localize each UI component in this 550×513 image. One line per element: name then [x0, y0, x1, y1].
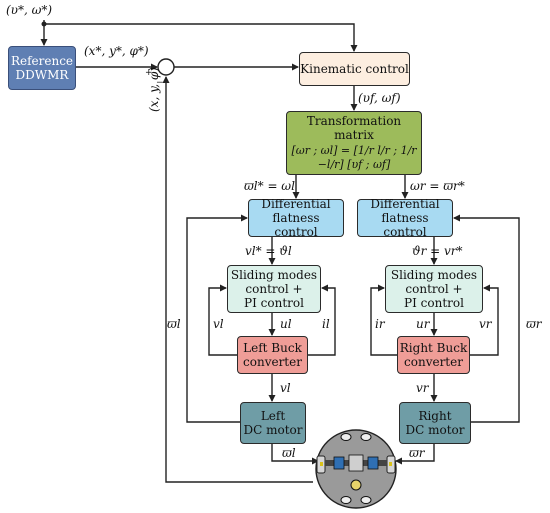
ref-pose-label: (x*, y*, φ*)	[84, 44, 149, 58]
flatness-right-line1: Differential	[370, 197, 440, 211]
buck-left-feedback-v	[208, 284, 237, 356]
kinematic-label: Kinematic control	[300, 62, 409, 76]
motor-right-to-robot	[395, 444, 435, 465]
buck-converter-right-block: Right Buck converter	[397, 336, 470, 374]
speed-feedback-left	[186, 214, 248, 423]
sliding-left-line2: control +	[245, 282, 303, 296]
reference-line2: DDWMR	[15, 68, 69, 82]
transformation-equation: [ωr ; ωl] = [1/r l/r ; 1/r −l/r] [υf ; ω…	[291, 144, 417, 171]
flatness-control-right-block: Differential flatness control	[357, 197, 453, 239]
flatness-left-line2: flatness control	[272, 211, 320, 239]
flatness-control-left-block: Differential flatness control	[248, 197, 344, 239]
v-left-out-label: vl	[280, 381, 291, 395]
i-right-feedback-label: ir	[375, 317, 385, 331]
branch-dot	[41, 21, 47, 27]
summing-junction	[157, 58, 175, 76]
v-right-out-label: vr	[416, 381, 429, 395]
buck-left-line1: Left Buck	[243, 341, 302, 355]
flatness-left-line1: Differential	[261, 197, 331, 211]
buck-right-line2: converter	[404, 355, 463, 369]
v-right-feedback-label: vr	[479, 317, 492, 331]
speed-feedback-right	[453, 214, 520, 423]
speed-right-out-label: ϖr	[409, 446, 425, 460]
v-left-feedback-label: vl	[213, 317, 224, 331]
motor-left-line1: Left	[260, 409, 286, 423]
v-right-ref-label: ϑr = vr*	[412, 244, 463, 258]
dc-motor-right-block: Right DC motor	[399, 402, 471, 444]
sliding-control-right-block: Sliding modes control + PI control	[385, 265, 483, 313]
v-left-ref-label: vl* = ϑl	[245, 244, 292, 258]
reference-line1: Reference	[10, 54, 74, 68]
buck-right-feedback-i	[370, 284, 397, 356]
sliding-left-line1: Sliding modes	[230, 268, 318, 282]
sliding-right-line2: control +	[405, 282, 463, 296]
motor-left-to-robot	[271, 444, 319, 465]
reference-ddwmr-block: Reference DDWMR	[8, 46, 76, 90]
buck-right-feedback-v	[470, 284, 499, 356]
sliding-control-left-block: Sliding modes control + PI control	[227, 265, 321, 313]
ddwmr-robot-icon	[315, 429, 397, 509]
pose-feedback	[162, 76, 313, 483]
u-right-label: ur	[416, 317, 430, 331]
transformation-title: Transformation matrix	[306, 114, 402, 142]
sliding-right-line1: Sliding modes	[390, 268, 478, 282]
sliding-right-line3: PI control	[404, 296, 464, 310]
motor-right-line1: Right	[418, 409, 452, 423]
buck-left-feedback-i	[308, 284, 336, 356]
kinematic-control-block: Kinematic control	[299, 52, 410, 86]
buck-left-line2: converter	[243, 355, 302, 369]
ref-velocity-label: (υ*, ω*)	[6, 3, 53, 17]
speed-left-out-label: ϖl	[282, 446, 296, 460]
omega-right-ref-label: ωr = ϖr*	[410, 179, 465, 193]
transformation-matrix-block: Transformation matrix [ωr ; ωl] = [1/r l…	[286, 111, 422, 175]
flatness-right-line2: flatness control	[381, 211, 429, 239]
speed-right-feedback-label: ϖr	[526, 317, 542, 331]
motor-left-line2: DC motor	[243, 423, 303, 437]
sliding-left-line3: PI control	[244, 296, 304, 310]
i-left-feedback-label: il	[322, 317, 330, 331]
ref-velocity-to-kinematic	[44, 23, 358, 52]
speed-left-feedback-label: ϖl	[167, 317, 181, 331]
plus-sign: +	[145, 68, 153, 78]
motor-right-line2: DC motor	[405, 423, 465, 437]
omega-left-ref-label: ϖl* = ωl	[244, 179, 295, 193]
buck-right-line1: Right Buck	[399, 341, 468, 355]
dc-motor-left-block: Left DC motor	[240, 402, 306, 444]
kinematic-output-label: (υf, ωf)	[358, 91, 401, 105]
u-left-label: ul	[280, 317, 292, 331]
buck-converter-left-block: Left Buck converter	[237, 336, 308, 374]
measured-pose-label: (x, y, φ)	[147, 67, 161, 112]
minus-sign: −	[156, 78, 164, 88]
